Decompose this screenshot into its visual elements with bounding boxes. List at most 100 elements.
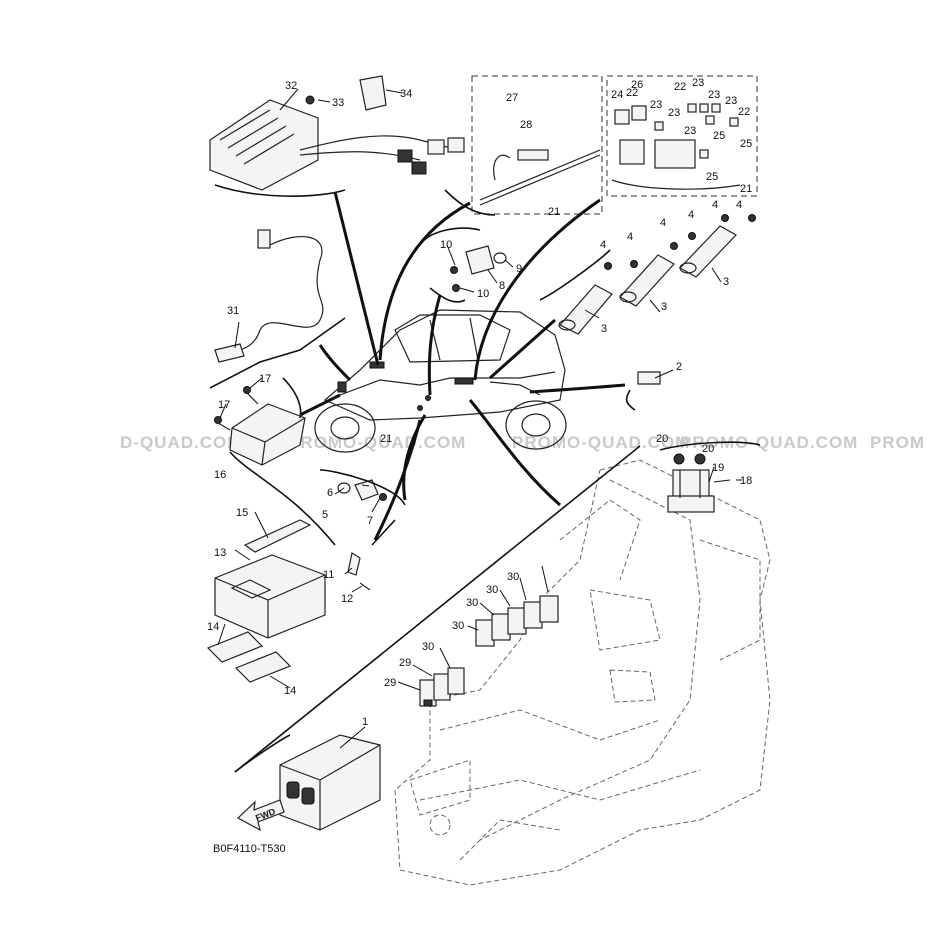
callout-2: 2 (676, 361, 682, 373)
callout-29a: 29 (399, 657, 411, 669)
fwd-arrow-icon: FWD (236, 799, 285, 832)
callout-19: 19 (712, 462, 724, 474)
bolts-17 (214, 386, 259, 431)
callout-4d: 4 (688, 209, 694, 221)
sensor-11 (347, 552, 371, 591)
callout-29b: 29 (384, 677, 396, 689)
callout-6: 6 (327, 487, 333, 499)
callout-30e: 30 (507, 571, 519, 583)
chassis-frame (394, 459, 771, 886)
callout-30b: 30 (452, 620, 464, 632)
regulator-module (209, 99, 465, 191)
callout-10b: 10 (477, 288, 489, 300)
watermark-2: PROMO-QUAD.COM (288, 433, 466, 452)
diagram-code: B0F4110-T530 (213, 843, 286, 855)
callout-11: 11 (323, 569, 334, 581)
callout-21c: 21 (740, 183, 752, 195)
callout-5: 5 (322, 509, 328, 521)
callout-25b: 25 (713, 130, 725, 142)
callout-17b: 17 (218, 399, 230, 411)
callout-25c: 25 (706, 171, 718, 183)
watermarks: D-QUAD.COM PROMO-QUAD.COM PROMO-QUAD.COM… (120, 433, 925, 452)
bolt-33 (305, 95, 315, 105)
watermark-3: PROMO-QUAD.COM (512, 433, 690, 452)
relay-group-upper (475, 595, 559, 647)
callout-27: 27 (506, 92, 518, 104)
callout-4b: 4 (627, 231, 633, 243)
ignition-coil-3 (679, 225, 737, 278)
callout-leaders (217, 88, 742, 749)
callout-20b: 20 (702, 443, 714, 455)
sensor-assembly-8 (450, 245, 507, 292)
location-leaders (299, 191, 626, 541)
callout-30d: 30 (486, 584, 498, 596)
callout-30a: 30 (422, 641, 434, 653)
callout-23f: 23 (684, 125, 696, 137)
callout-1: 1 (362, 716, 368, 728)
callout-4f: 4 (736, 199, 742, 211)
watermark-1: D-QUAD.COM (120, 433, 242, 452)
callout-22a: 22 (626, 87, 638, 99)
callout-9: 9 (516, 263, 522, 275)
callout-13: 13 (214, 547, 226, 559)
callout-10a: 10 (440, 239, 452, 251)
callout-28: 28 (520, 119, 532, 131)
callout-23b: 23 (650, 99, 662, 111)
callout-17a: 17 (259, 373, 271, 385)
callout-21a: 21 (380, 433, 392, 445)
callout-15: 15 (236, 507, 248, 519)
battery (214, 554, 326, 639)
battery-pad-1 (206, 631, 264, 663)
callout-24: 24 (611, 89, 623, 101)
starter-relay (667, 453, 715, 513)
ecu-unit (279, 734, 381, 831)
watermark-5: PROM (870, 433, 925, 452)
harness-detail-box-right (606, 75, 758, 197)
callout-7: 7 (367, 515, 373, 527)
callout-3b: 3 (661, 301, 667, 313)
sensor-assembly-5 (337, 479, 387, 501)
callout-20a: 20 (656, 433, 668, 445)
harness-detail-box-left (471, 75, 603, 215)
grouping-brackets (209, 184, 761, 773)
callout-23d: 23 (708, 89, 720, 101)
callout-3c: 3 (723, 276, 729, 288)
callout-18: 18 (740, 475, 752, 487)
callout-8: 8 (499, 280, 505, 292)
callout-25a: 25 (740, 138, 752, 150)
callout-14b: 14 (284, 685, 296, 697)
callout-31: 31 (227, 305, 239, 317)
watermark-4: PROMO-QUAD.COM (680, 433, 858, 452)
callout-4a: 4 (600, 239, 606, 251)
callout-23a: 23 (692, 77, 704, 89)
callout-4e: 4 (712, 199, 718, 211)
battery-strap (243, 519, 312, 553)
callout-26: 26 (631, 79, 643, 91)
ignition-coil-2 (619, 254, 675, 307)
callout-23c: 23 (668, 107, 680, 119)
callout-14a: 14 (207, 621, 219, 633)
callout-4c: 4 (660, 217, 666, 229)
callout-33: 33 (332, 97, 344, 109)
battery-pad-2 (234, 651, 292, 683)
callout-32: 32 (285, 80, 297, 92)
ignition-coil-1 (558, 284, 613, 335)
callout-21b: 21 (548, 206, 560, 218)
callout-labels: 1 2 3 3 3 4 4 4 4 4 4 5 6 7 8 9 10 10 11… (207, 77, 752, 728)
callout-34: 34 (400, 88, 412, 100)
callout-12: 12 (341, 593, 353, 605)
harness-detail-right (611, 103, 741, 190)
coil-bolts-4 (604, 214, 756, 270)
vehicle-illustration (314, 309, 567, 453)
callout-30c: 30 (466, 597, 478, 609)
sensor-2 (637, 371, 661, 385)
callout-16: 16 (214, 469, 226, 481)
oxygen-sensor (214, 229, 324, 363)
clip-34 (359, 75, 387, 111)
callout-3a: 3 (601, 323, 607, 335)
callout-23e: 23 (725, 95, 737, 107)
relay-group-lower (419, 667, 465, 707)
fuse-box-cover (229, 403, 306, 466)
